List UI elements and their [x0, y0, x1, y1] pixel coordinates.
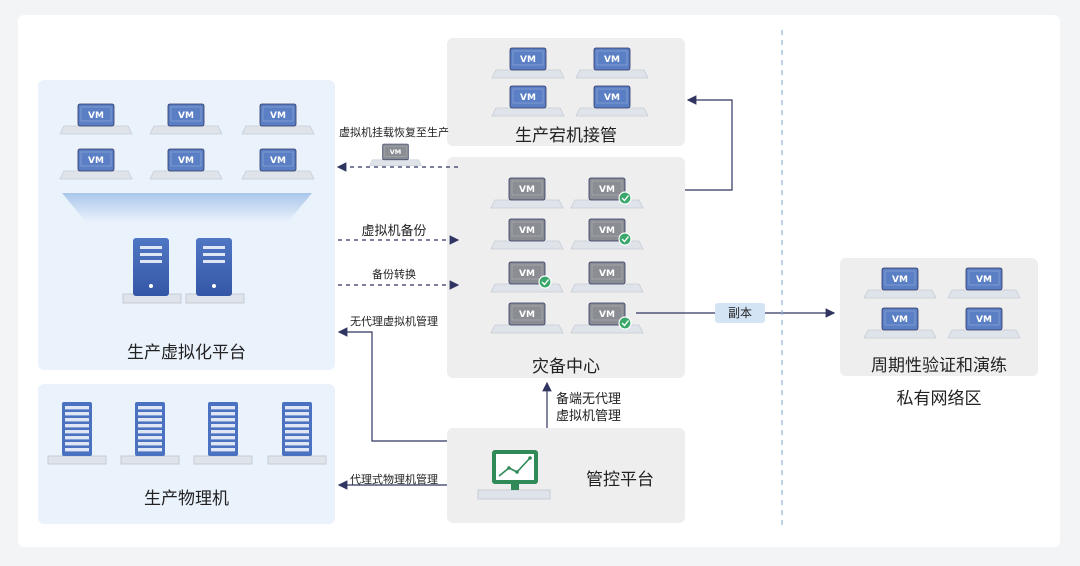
svg-text:VM: VM: [270, 156, 286, 166]
svg-text:VM: VM: [892, 275, 908, 285]
monitor-icon: [477, 450, 551, 500]
vm-icon: VM: [490, 218, 564, 250]
vm-icon: VM: [241, 148, 315, 180]
private-zone-title: 私有网络区: [896, 389, 982, 409]
vm-icon: VM: [491, 47, 565, 79]
svg-text:VM: VM: [599, 226, 615, 236]
svg-text:VM: VM: [599, 269, 615, 279]
vm-icon: VM: [863, 307, 937, 339]
svg-text:VM: VM: [178, 156, 194, 166]
svg-text:VM: VM: [88, 156, 104, 166]
svg-text:VM: VM: [519, 185, 535, 195]
backup-agentless-label-line1: 备端无代理: [556, 392, 622, 407]
virtualization-beam: [62, 193, 312, 222]
rack-server-icon: [120, 402, 180, 465]
vm-mount-restore-label: 虚拟机挂载恢复至生产: [339, 126, 449, 139]
backup-agentless-label-line2: 虚拟机管理: [556, 409, 622, 424]
takeover-arrow: [685, 95, 733, 191]
rack-server-icon: [47, 402, 107, 465]
svg-text:VM: VM: [520, 93, 536, 103]
vm-backup-label: 虚拟机备份: [361, 224, 427, 239]
vm-icon: VM: [369, 143, 422, 166]
vm-icon: VM: [490, 177, 564, 209]
production-takeover-title: 生产宕机接管: [515, 126, 617, 146]
vm-icon: VM: [863, 267, 937, 299]
agentless-vm-mgmt-arrow: [337, 327, 447, 442]
agent-physical-mgmt-label: 代理式物理机管理: [350, 473, 438, 486]
svg-text:VM: VM: [390, 148, 401, 156]
svg-text:VM: VM: [519, 269, 535, 279]
vm-icon: VM: [149, 148, 223, 180]
vm-icon: VM: [490, 302, 564, 334]
vm-icon-backed-up: VM: [490, 261, 564, 293]
vm-icon: VM: [575, 47, 649, 79]
production-virtualization-title: 生产虚拟化平台: [127, 343, 246, 363]
vm-icon: VM: [59, 148, 133, 180]
svg-text:VM: VM: [270, 111, 286, 121]
vm-icon: VM: [947, 267, 1021, 299]
rack-server-icon: [267, 402, 327, 465]
svg-text:VM: VM: [892, 315, 908, 325]
server-icon: [122, 238, 182, 304]
vm-icon-backed-up: VM: [570, 177, 644, 209]
svg-text:VM: VM: [976, 315, 992, 325]
svg-text:VM: VM: [976, 275, 992, 285]
vm-icon: VM: [491, 85, 565, 117]
svg-text:VM: VM: [178, 111, 194, 121]
control-platform-panel: [447, 428, 685, 523]
vm-icon: VM: [947, 307, 1021, 339]
control-platform-title: 管控平台: [586, 470, 654, 490]
vm-icon: VM: [149, 103, 223, 135]
svg-text:VM: VM: [88, 111, 104, 121]
replica-tag: 副本: [715, 303, 765, 323]
dr-center-title: 灾备中心: [532, 357, 600, 377]
svg-text:VM: VM: [519, 226, 535, 236]
vm-icon: VM: [241, 103, 315, 135]
periodic-verification-title: 周期性验证和演练: [871, 356, 1007, 376]
vm-icon-backed-up: VM: [570, 218, 644, 250]
svg-text:VM: VM: [519, 310, 535, 320]
dr-center-panel: [447, 157, 685, 378]
svg-text:VM: VM: [604, 93, 620, 103]
periodic-verification-panel: [840, 258, 1038, 376]
svg-text:VM: VM: [520, 55, 536, 65]
vm-icon-backed-up: VM: [570, 302, 644, 334]
vm-icon: VM: [59, 103, 133, 135]
server-icon: [185, 238, 245, 304]
svg-text:VM: VM: [599, 185, 615, 195]
backup-convert-label: 备份转换: [372, 268, 416, 281]
production-takeover-panel: [447, 38, 685, 146]
svg-text:VM: VM: [599, 310, 615, 320]
agentless-vm-mgmt-label: 无代理虚拟机管理: [350, 315, 438, 328]
rack-server-icon: [193, 402, 253, 465]
vm-icon: VM: [575, 85, 649, 117]
vm-icon: VM: [570, 261, 644, 293]
svg-text:VM: VM: [604, 55, 620, 65]
production-physical-title: 生产物理机: [144, 489, 229, 509]
